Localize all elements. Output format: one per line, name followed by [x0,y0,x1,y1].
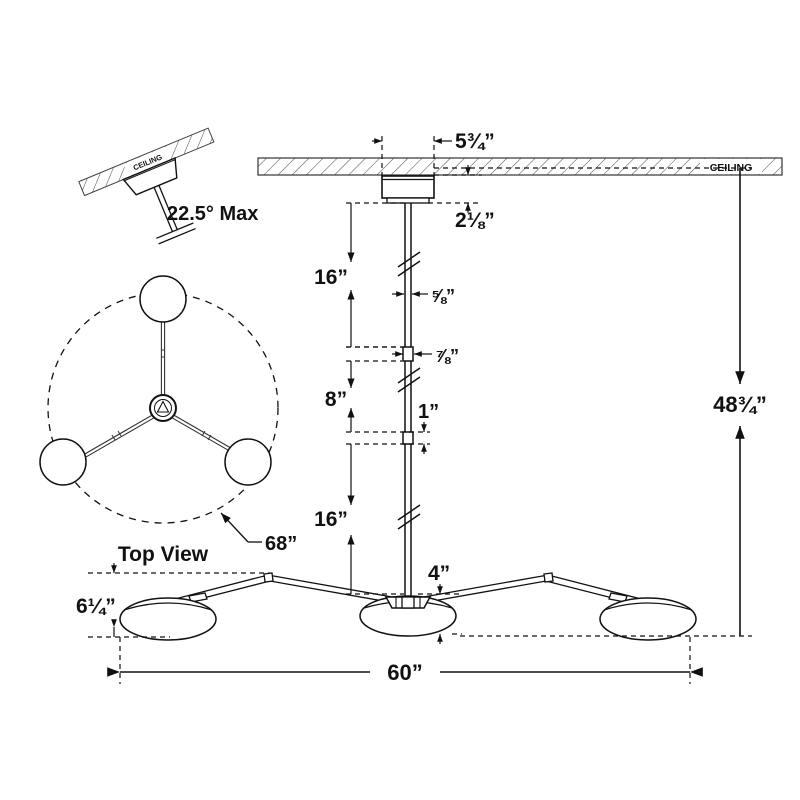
shade-right [599,597,697,641]
ceiling-band: CEILING [257,157,783,176]
elevation-shades [119,595,697,641]
shade-left [119,597,217,641]
max-angle-label: 22.5° Max [167,203,258,225]
dim-canopy-width: 5¾” [455,130,495,153]
top-view-shade-2 [39,438,87,486]
top-view-outer-circle [47,292,279,524]
top-view-title: Top View [118,543,209,566]
dim-coupling-lower: 1” [418,401,439,423]
arm-assembly [174,572,642,605]
top-view-hub [149,394,177,422]
dim-stem-diameter: ⅝” [431,286,455,306]
dimension-labels: 5¾” 2⅛” 16” ⅝” ⅞” 8” 1” 16” 4” 6¼” 60” 4… [76,130,767,685]
dim-hub-height: 4” [428,562,450,585]
top-view: 68” Top View [39,275,297,566]
top-view-shade-1 [139,275,187,323]
dim-stem-upper: 16” [314,266,348,289]
dim-canopy-height: 2⅛” [455,209,495,232]
top-view-diameter-dim: 68” [220,512,297,555]
sloped-ceiling-detail: CEILING [78,127,215,245]
canopy [381,175,435,204]
dim-stem-middle: 8” [325,388,347,411]
top-view-shade-3 [224,438,272,486]
center-hub [384,596,432,609]
stem-break-marks [397,251,421,530]
dim-shade-drop: 6¼” [76,595,116,618]
dim-overall-height: 48¾” [713,392,767,417]
top-view-diameter-label: 68” [265,533,297,555]
dim-coupling-upper: ⅞” [435,346,459,366]
dimension-lines [88,136,752,684]
stem-coupling-lower [402,431,414,445]
shade-center [359,595,457,637]
dim-overall-width: 60” [387,660,422,685]
stem-coupling-upper [402,346,414,362]
dim-stem-lower: 16” [314,508,348,531]
